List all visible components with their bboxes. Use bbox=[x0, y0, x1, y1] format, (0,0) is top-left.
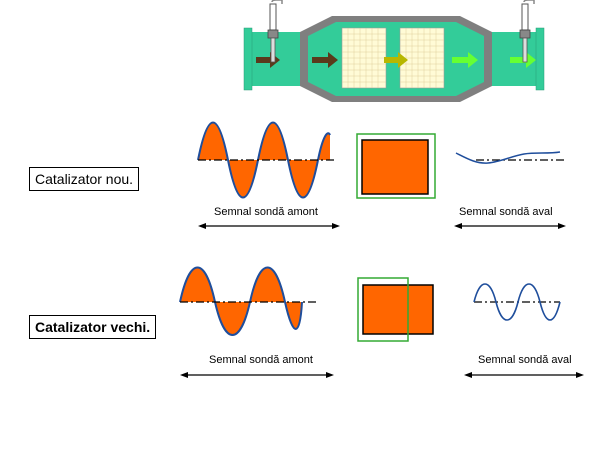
wave-line bbox=[473, 283, 561, 321]
monolith-grid bbox=[342, 28, 444, 88]
downstream-range-arrow-old bbox=[464, 372, 584, 378]
catalytic-converter bbox=[243, 0, 545, 102]
upstream-signal-new bbox=[197, 121, 336, 199]
oxygen-storage-old bbox=[357, 277, 434, 342]
label-new-catalyst: Catalizator nou. bbox=[29, 167, 140, 191]
inlet-flange bbox=[243, 27, 253, 91]
downstream-signal-old bbox=[473, 283, 561, 321]
oxygen-box bbox=[361, 139, 429, 195]
label-old-catalyst: Catalizator vechi. bbox=[29, 315, 157, 339]
caption-downstream-old: Semnal sondă aval bbox=[478, 354, 572, 366]
row-new-catalyst bbox=[197, 121, 566, 229]
wave-fill bbox=[180, 267, 302, 335]
downstream-signal-new bbox=[455, 151, 566, 164]
arrow-icon bbox=[384, 52, 408, 68]
upstream-range-arrow-old bbox=[180, 372, 334, 378]
arrow-icon bbox=[312, 52, 338, 68]
caption-upstream-new: Semnal sondă amont bbox=[214, 206, 318, 218]
caption-upstream-old: Semnal sondă amont bbox=[209, 354, 313, 366]
row-old-catalyst bbox=[179, 266, 584, 378]
wave-line bbox=[455, 151, 561, 164]
downstream-sensor-icon bbox=[519, 0, 535, 63]
upstream-range-arrow-new bbox=[198, 223, 340, 229]
upstream-signal-old bbox=[179, 266, 318, 336]
caption-downstream-new: Semnal sondă aval bbox=[459, 206, 553, 218]
outlet-flange bbox=[535, 27, 545, 91]
oxygen-box bbox=[362, 284, 434, 335]
upstream-sensor-icon bbox=[267, 0, 283, 63]
storage-frame bbox=[357, 277, 409, 342]
storage-frame bbox=[356, 133, 436, 199]
oxygen-storage-new bbox=[356, 133, 436, 199]
downstream-range-arrow-new bbox=[454, 223, 566, 229]
arrow-icon bbox=[452, 52, 478, 68]
